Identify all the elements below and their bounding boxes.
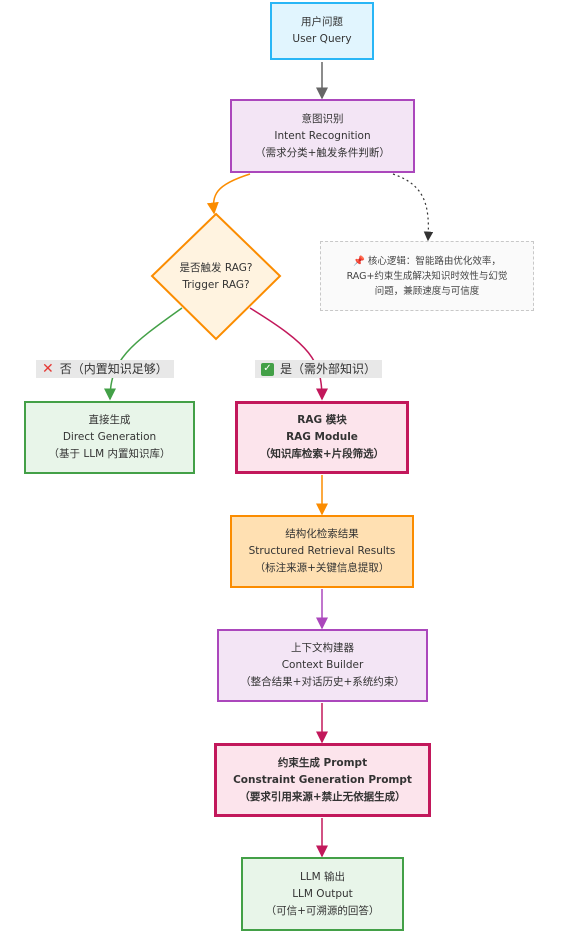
edge-intent-note: [392, 173, 434, 242]
intent-en: Intent Recognition: [274, 129, 371, 142]
direct-zh: 直接生成: [88, 414, 131, 426]
pin-icon: 📌: [353, 255, 365, 267]
edge-decision-direct: [104, 307, 183, 401]
direct-desc: （基于 LLM 内置知识库）: [48, 448, 171, 460]
core-logic-note: 📌核心逻辑：智能路由优化效率， RAG+约束生成解决知识时效性与幻觉 问题，兼顾…: [320, 241, 534, 311]
context-desc: （整合结果+对话历史+系统约束）: [240, 676, 405, 688]
trigger-rag-decision: 是否触发 RAG? Trigger RAG?: [152, 214, 280, 339]
decision-diamond: [150, 212, 282, 341]
context-zh: 上下文构建器: [291, 642, 354, 654]
intent-zh: 意图识别: [301, 112, 344, 125]
user-query-zh: 用户问题: [301, 16, 343, 28]
direct-generation-node: 直接生成 Direct Generation （基于 LLM 内置知识库）: [24, 401, 195, 474]
prompt-zh: 约束生成 Prompt: [277, 756, 368, 769]
x-icon: ✕: [42, 361, 54, 377]
edge-decision-rag: [249, 307, 328, 401]
prompt-en: Constraint Generation Prompt: [233, 773, 412, 786]
decision-en: Trigger RAG?: [182, 278, 250, 291]
yes-label-text: 是（需外部知识）: [280, 362, 377, 376]
retrieval-desc: （标注来源+关键信息提取）: [254, 562, 390, 574]
rag-zh: RAG 模块: [297, 414, 347, 426]
rag-en: RAG Module: [286, 431, 358, 443]
retrieval-en: Structured Retrieval Results: [248, 545, 396, 557]
note-line2: RAG+约束生成解决知识时效性与幻觉: [346, 270, 508, 282]
output-zh: LLM 输出: [299, 870, 346, 883]
decision-zh: 是否触发 RAG?: [179, 261, 253, 274]
note-line1: 核心逻辑：智能路由优化效率，: [367, 255, 501, 267]
intent-desc: （需求分类+触发条件判断）: [255, 146, 390, 159]
direct-en: Direct Generation: [62, 431, 157, 443]
no-label-text: 否（内置知识足够）: [59, 362, 168, 376]
yes-edge-label: ✓ 是（需外部知识）: [255, 360, 383, 378]
check-icon: ✓: [261, 362, 274, 376]
retrieval-zh: 结构化检索结果: [285, 528, 359, 540]
intent-recognition-node: 意图识别 Intent Recognition （需求分类+触发条件判断）: [230, 99, 415, 173]
output-desc: （可信+可溯源的回答）: [265, 904, 380, 917]
output-en: LLM Output: [292, 887, 353, 900]
structured-retrieval-node: 结构化检索结果 Structured Retrieval Results （标注…: [230, 515, 414, 588]
llm-output-node: LLM 输出 LLM Output （可信+可溯源的回答）: [241, 857, 404, 931]
rag-desc: （知识库检索+片段筛选）: [259, 448, 385, 460]
no-edge-label: ✕ 否（内置知识足够）: [36, 360, 174, 378]
user-query-node: 用户问题 User Query: [270, 2, 374, 60]
context-en: Context Builder: [281, 659, 364, 671]
context-builder-node: 上下文构建器 Context Builder （整合结果+对话历史+系统约束）: [217, 629, 428, 702]
rag-module-node: RAG 模块 RAG Module （知识库检索+片段筛选）: [235, 401, 409, 474]
prompt-desc: （要求引用来源+禁止无依据生成）: [239, 790, 406, 803]
user-query-en: User Query: [292, 33, 352, 45]
note-line3: 问题，兼顾速度与可信度: [374, 285, 480, 297]
constraint-prompt-node: 约束生成 Prompt Constraint Generation Prompt…: [214, 743, 431, 817]
edge-intent-decision: [206, 173, 251, 215]
